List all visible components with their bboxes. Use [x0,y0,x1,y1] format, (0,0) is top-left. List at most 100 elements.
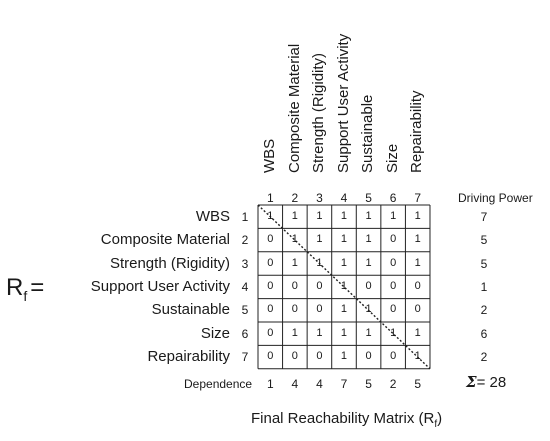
matrix-cell: 1 [291,256,298,269]
matrix-cell: 1 [340,326,348,339]
column-index: 6 [389,191,397,205]
matrix-cell: 1 [291,209,298,222]
matrix-cell: 1 [414,350,421,363]
matrix-cell: 0 [267,233,274,246]
matrix-cell: 0 [390,303,397,316]
dependence-value: 5 [365,377,372,391]
matrix-cell: 0 [390,233,397,246]
row-index: 2 [241,233,249,248]
matrix-cell: 0 [267,326,274,339]
matrix-cell: 1 [340,209,348,222]
column-index: 5 [365,191,372,205]
dependence-value: 5 [414,377,422,391]
driving-power-value: 2 [480,350,488,365]
row-label: Support User Activity [90,277,230,295]
matrix-cell: 1 [340,350,348,363]
row-label: Composite Material [100,231,230,249]
dependence-value: 4 [291,377,299,391]
caption-sub: f [434,419,438,430]
matrix-symbol: Rf= [6,276,44,303]
matrix-cell: 1 [365,326,372,339]
sigma-value: = 28 [476,374,507,391]
row-label: WBS [195,207,230,225]
matrix-cell: 1 [316,233,323,246]
row-index: 6 [241,326,249,341]
driving-power-label: Driving Power [458,191,533,205]
column-index: 2 [291,191,299,205]
matrix-symbol-eq: = [30,274,45,301]
sigma-symbol: Σ [466,373,477,391]
row-index: 3 [241,256,249,271]
matrix-cell: 0 [291,279,298,292]
matrix-cell: 1 [414,233,421,246]
row-label: Size [200,324,230,342]
driving-power-value: 6 [480,326,488,341]
matrix-cell: 0 [267,350,274,363]
driving-power-value: 5 [480,256,488,271]
dependence-label: Dependence [184,377,253,391]
matrix-symbol-sub: f [23,287,28,304]
diagonal-line [257,204,431,370]
driving-power-value: 7 [480,209,488,224]
dependence-value: 7 [340,377,348,391]
matrix-cell: 1 [316,209,323,222]
matrix-cell: 0 [390,350,397,363]
row-label: Strength (Rigidity) [109,254,230,272]
matrix-cell: 1 [390,326,397,339]
matrix-cell: 0 [414,279,421,292]
matrix-cell: 1 [365,303,372,316]
matrix-cell: 0 [365,279,372,292]
matrix-cell: 0 [291,303,298,316]
dependence-value: 1 [266,377,274,391]
matrix-cell: 1 [340,279,348,292]
matrix-cell: 1 [291,326,298,339]
row-index: 7 [241,350,249,365]
row-label: Sustainable [151,301,230,319]
matrix-cell: 1 [365,233,372,246]
matrix-cell: 0 [267,256,274,269]
matrix-cell: 0 [316,279,323,292]
matrix-cell: 1 [414,209,421,222]
matrix-cell: 0 [365,350,372,363]
caption-end: ) [437,410,443,427]
matrix-cell: 0 [316,303,323,316]
matrix-cell: 0 [316,350,323,363]
matrix-cell: 1 [414,326,421,339]
matrix-cell: 1 [291,233,298,246]
matrix-cell: 1 [365,209,372,222]
dependence-value: 2 [389,377,397,391]
dependence-value: 4 [316,377,323,391]
matrix-cell: 1 [414,256,421,269]
matrix-cell: 0 [291,350,298,363]
row-index: 4 [241,279,249,294]
row-label: Repairability [147,348,230,366]
matrix-cell: 0 [390,256,397,269]
matrix-cell: 0 [390,279,397,292]
matrix-cell: 1 [267,209,274,222]
column-index: 1 [266,191,274,205]
figure-caption: Final Reachability Matrix (Rf) [251,411,442,430]
matrix-cell: 0 [267,279,274,292]
driving-power-value: 2 [480,303,488,318]
driving-power-value: 1 [480,279,488,294]
matrix-cell: 1 [340,303,348,316]
caption-main: Final Reachability Matrix (R [251,410,435,427]
row-index: 5 [241,303,249,318]
matrix-cell: 0 [267,303,274,316]
matrix-symbol-main: R [6,274,24,301]
matrix-cell: 0 [414,303,421,316]
matrix-cell: 1 [340,256,348,269]
matrix-cell: 1 [316,256,323,269]
column-index: 3 [316,191,323,205]
row-index: 1 [241,209,249,224]
matrix-cell: 1 [316,326,323,339]
driving-power-value: 5 [480,233,488,248]
column-index: 4 [340,191,348,205]
matrix-cell: 1 [340,233,348,246]
column-index: 7 [414,191,422,205]
sigma-total: Σ= 28 [466,373,507,391]
matrix-cell: 1 [365,256,372,269]
matrix-cell: 1 [390,209,397,222]
